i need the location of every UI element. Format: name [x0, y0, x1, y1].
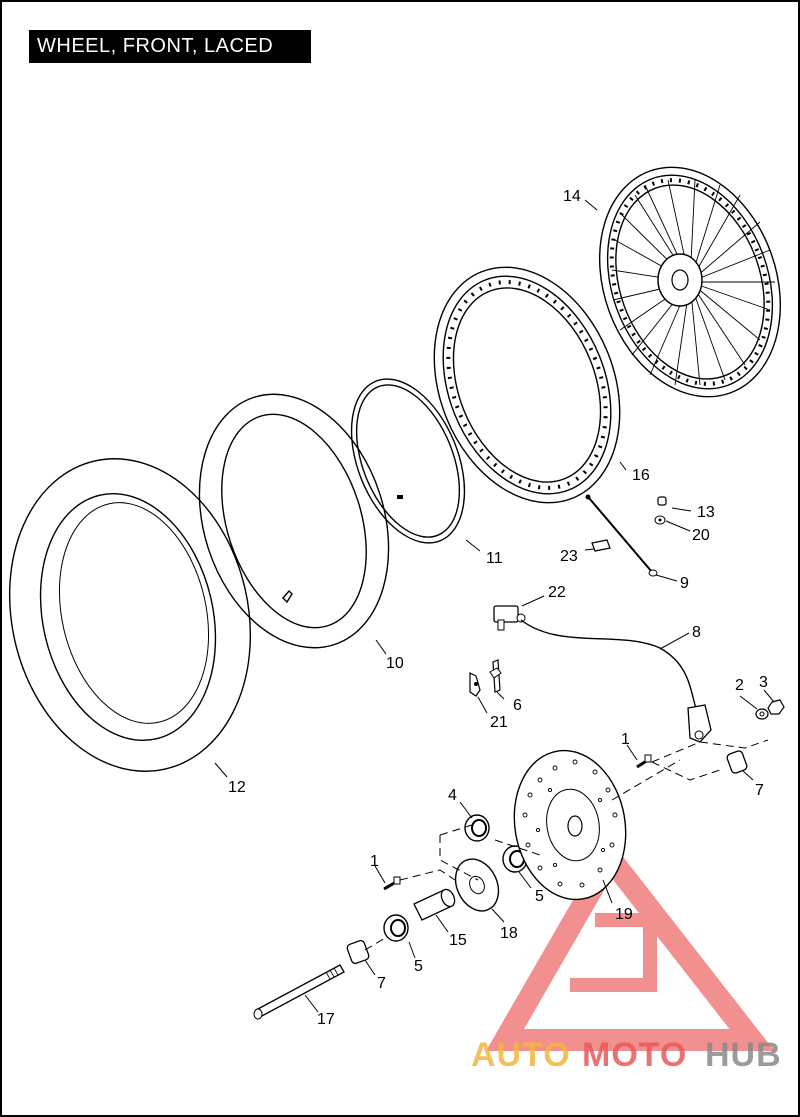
callout-22: 22 [548, 584, 566, 601]
part-8-sensor-cable [520, 619, 712, 743]
callout-17: 17 [317, 1011, 335, 1028]
callout-16: 16 [632, 467, 650, 484]
callout-23: 23 [560, 548, 578, 565]
part-7-spacer-right [726, 750, 748, 774]
part-22-speed-sensor [493, 605, 526, 631]
part-6-bracket [489, 659, 502, 693]
callout-3: 3 [759, 674, 768, 691]
callout-11: 11 [486, 550, 503, 567]
part-10-tube [198, 393, 390, 649]
part-17-axle [253, 964, 345, 1020]
leader-lines [214, 199, 775, 1013]
part-2-washer [755, 708, 769, 720]
watermark-logo [485, 838, 775, 1051]
watermark-text: AUTO MOTO HUB [471, 1036, 782, 1074]
part-1-screw-right [636, 754, 652, 769]
callout-1-upper: 1 [621, 731, 630, 748]
callout-7-lower: 7 [377, 975, 386, 992]
callout-19: 19 [615, 906, 633, 923]
callout-14: 14 [563, 188, 581, 205]
part-9-valve-stem [585, 494, 658, 577]
part-1-screw-left [383, 876, 401, 891]
watermark-hub: HUB [705, 1036, 782, 1074]
callout-9: 9 [680, 575, 689, 592]
part-14-laced-wheel [598, 166, 782, 398]
callout-5-upper: 5 [535, 888, 544, 905]
callout-18: 18 [500, 925, 518, 942]
part-11-rim-strip [350, 378, 466, 544]
callout-21: 21 [490, 714, 508, 731]
watermark-moto: MOTO [582, 1036, 687, 1074]
callout-15: 15 [449, 932, 467, 949]
callout-5-lower: 5 [414, 958, 423, 975]
part-3-nut [767, 699, 785, 715]
diagram-title: WHEEL, FRONT, LACED [29, 30, 311, 63]
part-15-spacer-sleeve [413, 888, 456, 921]
assembly-lines [364, 739, 769, 951]
watermark-auto: AUTO [471, 1036, 571, 1074]
part-12-tire [8, 458, 252, 772]
callout-10: 10 [386, 655, 404, 672]
callout-20: 20 [692, 527, 710, 544]
part-19-brake-rotor [513, 749, 627, 901]
callout-labels: 14 16 13 20 9 23 22 8 6 21 2 3 1 7 4 1 5… [228, 188, 768, 1028]
callout-4: 4 [448, 787, 457, 804]
part-16-rim [433, 266, 621, 504]
part-21-bracket [469, 672, 481, 697]
part-23-wheel-weight [591, 539, 611, 552]
part-7-spacer-left [346, 940, 370, 964]
part-4-bearing [464, 814, 490, 842]
callout-2: 2 [735, 677, 744, 694]
callout-6: 6 [513, 697, 522, 714]
part-20-valve-nut [654, 515, 666, 525]
callout-8: 8 [692, 624, 701, 641]
part-18-spacer-plate [454, 858, 500, 912]
part-5-bearing-lower [383, 914, 409, 942]
callout-12: 12 [228, 779, 246, 796]
part-13-valve-cap [657, 496, 667, 506]
callout-7-upper: 7 [755, 782, 764, 799]
callout-13: 13 [697, 504, 715, 521]
callout-1-lower: 1 [370, 853, 379, 870]
